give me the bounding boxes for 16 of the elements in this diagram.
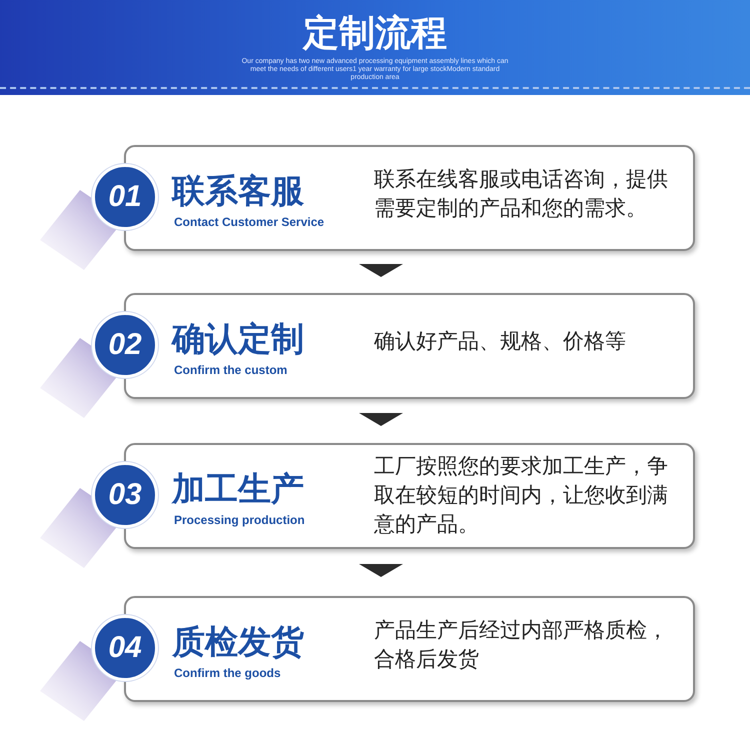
title: 定制流程 (302, 12, 448, 56)
step-title: 确认定制 (172, 319, 304, 359)
step-description: 联系在线客服或电话咨询，提供需要定制的产品和您的需求。 (374, 166, 669, 222)
step-subtitle: Contact Customer Service (174, 215, 324, 229)
step-title: 联系客服 (172, 171, 304, 211)
step-subtitle: Confirm the goods (174, 666, 281, 680)
step-subtitle: Processing production (174, 513, 305, 527)
step-description: 工厂按照您的要求加工生产，争取在较短的时间内，让您收到满意的产品。 (374, 453, 669, 538)
step-title: 加工生产 (172, 469, 304, 509)
step-description: 产品生产后经过内部严格质检，合格后发货 (374, 617, 669, 673)
step-subtitle: Confirm the custom (174, 363, 288, 377)
step-description: 确认好产品、规格、价格等 (374, 328, 627, 355)
down-arrow (359, 564, 403, 577)
step-title: 质检发货 (172, 622, 304, 662)
down-arrow (359, 264, 403, 277)
down-arrow (359, 413, 403, 426)
